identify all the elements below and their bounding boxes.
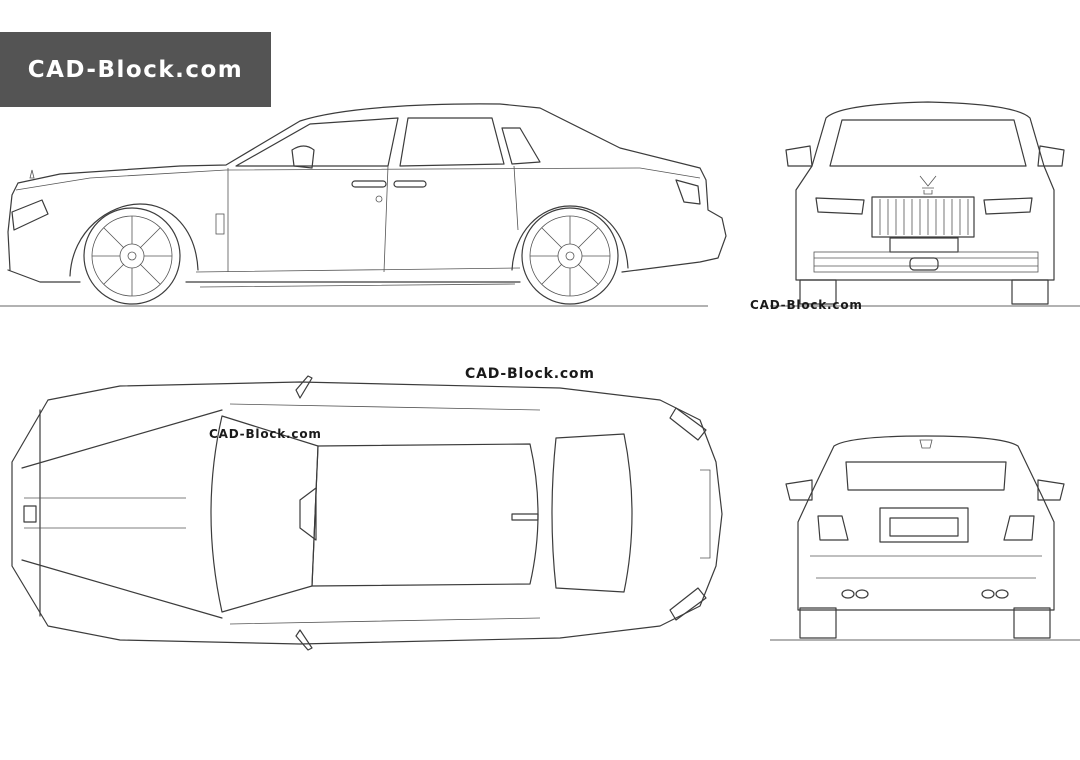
rear-left-tire (799, 607, 837, 639)
rear-window (845, 461, 1007, 491)
rear-right-taillight (1003, 515, 1035, 541)
watermark-top-view-small: CAD-Block.com (209, 427, 322, 441)
top-trunk-edge (700, 469, 711, 559)
side-hood-ornament (29, 169, 35, 179)
rear-left-exhaust-a (841, 589, 855, 599)
rear-right-exhaust-b (995, 589, 1009, 599)
rear-bumper-lines (810, 555, 1042, 579)
side-fender-badge (215, 213, 225, 235)
rear-license-plate (889, 517, 959, 537)
rear-right-exhaust-a (981, 589, 995, 599)
side-rear-door (513, 165, 519, 231)
watermark-front-view: CAD-Block.com (750, 298, 863, 312)
top-left-taillight (669, 407, 707, 441)
side-rear-door-handle (393, 180, 427, 188)
side-rear-wheel-arch (511, 205, 629, 271)
front-emblem (919, 175, 937, 195)
rear-right-tire (1013, 607, 1051, 639)
side-rear-window (399, 117, 505, 167)
top-right-mirror (295, 629, 313, 651)
front-view (770, 101, 1080, 307)
front-license-plate (889, 237, 959, 253)
front-lower-grille-mesh (814, 257, 1038, 267)
side-front-wheel-arch (69, 203, 199, 277)
side-rear-wheel (521, 207, 619, 305)
top-roof-notch (299, 487, 317, 541)
front-left-headlight (815, 197, 865, 215)
front-right-mirror (1037, 145, 1065, 167)
rear-view (770, 435, 1080, 641)
side-front-window (235, 117, 399, 167)
top-body-outline (11, 381, 723, 645)
top-antenna (511, 513, 539, 521)
side-headlight (11, 199, 49, 231)
rear-left-taillight (817, 515, 849, 541)
top-windshield (210, 415, 319, 613)
side-shoulder-line (15, 167, 701, 191)
site-logo: CAD-Block.com (0, 32, 271, 107)
rear-left-mirror (785, 479, 813, 501)
side-body-outline (7, 103, 727, 283)
side-mirror (291, 145, 315, 169)
top-right-taillight (669, 587, 707, 621)
front-grille (871, 196, 975, 238)
front-body-outline (795, 101, 1055, 281)
front-left-mirror (785, 145, 813, 167)
top-hood-creases (24, 497, 186, 529)
top-roof (311, 443, 539, 587)
rear-trunk-lid (879, 507, 969, 543)
side-fuel-cap (375, 195, 383, 203)
rear-right-mirror (1037, 479, 1065, 501)
front-right-tire (1011, 279, 1049, 305)
side-rocker-line (195, 267, 521, 288)
front-camera (909, 257, 939, 271)
logo-text: CAD-Block.com (27, 56, 244, 83)
top-hood (21, 409, 223, 619)
side-front-door-handle (351, 180, 387, 188)
side-quarter-window (501, 127, 541, 165)
watermark-top-view-main: CAD-Block.com (465, 366, 595, 382)
top-side-windows (229, 403, 541, 625)
side-view (0, 103, 727, 307)
front-right-headlight (983, 197, 1033, 215)
rear-brake-light (919, 439, 933, 449)
front-left-tire (799, 279, 837, 305)
front-lower-grille (813, 251, 1039, 273)
top-left-mirror (295, 375, 313, 399)
top-hood-emblem (23, 505, 37, 523)
rear-left-exhaust-b (855, 589, 869, 599)
side-taillight (675, 179, 701, 205)
front-windshield (829, 119, 1027, 167)
top-rear-window (551, 433, 633, 593)
side-front-door (227, 165, 389, 273)
rear-body-outline (797, 435, 1055, 611)
top-view (11, 375, 723, 651)
side-front-wheel (83, 207, 181, 305)
front-grille-bars (879, 199, 969, 235)
